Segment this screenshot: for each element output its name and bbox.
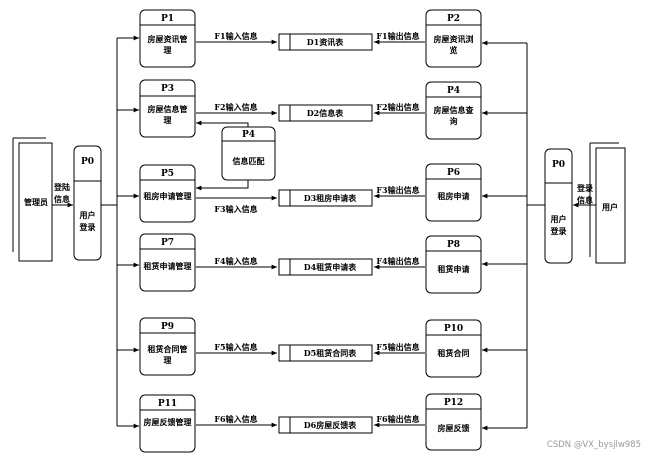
- f2-input-label: F2输入信息: [214, 102, 257, 112]
- p3-id: P3: [161, 84, 174, 94]
- f5-output-label: F5输出信息: [376, 342, 419, 352]
- f4-input-label: F4输入信息: [214, 256, 257, 266]
- user-label: 用户: [601, 202, 618, 212]
- admin-label: 管理员: [24, 197, 48, 207]
- p9-line1: 租赁合同管: [148, 344, 188, 354]
- p10-line1: 租赁合同: [438, 348, 470, 358]
- store-d1: D1资讯表: [278, 33, 373, 51]
- p8-id: P8: [447, 240, 460, 250]
- p5-id: P5: [161, 169, 174, 179]
- d2-label: D2信息表: [307, 108, 345, 118]
- f1-output-label: F1输出信息: [376, 31, 419, 41]
- p9-line2: 理: [164, 355, 172, 365]
- user-login-process: P0 用户 登录: [544, 148, 573, 264]
- f6-output-label: F6输出信息: [376, 414, 419, 424]
- p3-line2: 理: [164, 115, 172, 125]
- process-p7: P7 租赁申请管理: [139, 233, 196, 292]
- process-p10: P10 租赁合同: [425, 319, 482, 378]
- user-login-line1: 用户: [550, 214, 567, 224]
- p4-line2: 询: [450, 116, 458, 126]
- p5-line1: 租房申请管理: [144, 191, 192, 201]
- user-login-line2: 登录: [550, 226, 567, 236]
- p1-line2: 理: [164, 45, 172, 55]
- p7-id: P7: [161, 238, 174, 248]
- admin-login-id: P0: [81, 157, 94, 167]
- p4-line1: 房屋信息查: [434, 105, 475, 115]
- p6-id: P6: [447, 168, 460, 178]
- p2-line1: 房屋资讯浏: [434, 34, 474, 44]
- p12-id: P12: [444, 398, 463, 408]
- p6-line1: 租房申请: [438, 191, 470, 201]
- user-login-id: P0: [552, 160, 565, 170]
- user-login-flow-line2: 信息: [577, 195, 593, 205]
- f5-input-label: F5输入信息: [214, 342, 257, 352]
- p2-id: P2: [447, 14, 460, 24]
- match-process: P4 信息匹配: [221, 126, 276, 181]
- d6-label: D6房屋反馈表: [304, 420, 358, 430]
- f6-input-label: F6输入信息: [214, 414, 257, 424]
- admin-login-line2: 登录: [79, 222, 96, 232]
- f2-output-label: F2输出信息: [376, 102, 419, 112]
- admin-login-flow-line1: 登陆: [53, 182, 70, 192]
- admin-login-flow-line2: 信息: [54, 194, 70, 204]
- p8-line1: 租赁申请: [438, 264, 470, 274]
- p10-id: P10: [444, 324, 463, 334]
- p12-line1: 房屋反馈: [438, 423, 470, 433]
- user-branch-lines: [482, 40, 545, 431]
- watermark: CSDN @VX_bysjlw985: [547, 440, 641, 450]
- process-p2: P2 房屋资讯浏 览: [425, 9, 482, 68]
- admin-branch-lines: [101, 35, 139, 429]
- process-p8: P8 租赁申请: [425, 235, 482, 294]
- match-label: 信息匹配: [233, 156, 265, 166]
- f1-input-label: F1输入信息: [214, 31, 257, 41]
- process-p4: P4 房屋信息查 询: [425, 81, 482, 140]
- f3-input-label: F3输入信息: [214, 204, 257, 214]
- user-login-flow-line1: 登录: [576, 183, 593, 193]
- p2-line2: 览: [450, 45, 458, 55]
- p4-id: P4: [447, 86, 460, 96]
- store-d5: D5租赁合同表: [278, 344, 373, 362]
- p7-line1: 租赁申请管理: [144, 261, 192, 271]
- process-p9: P9 租赁合同管 理: [139, 317, 196, 376]
- d3-label: D3租房申请表: [304, 193, 358, 203]
- p3-to-match-arrow: [196, 120, 249, 127]
- user-entity: 用户: [589, 142, 626, 264]
- d1-label: D1资讯表: [307, 37, 345, 47]
- store-d3: D3租房申请表: [278, 189, 373, 207]
- f4-output-label: F4输出信息: [376, 256, 419, 266]
- p1-id: P1: [161, 14, 174, 24]
- d4-label: D4租赁申请表: [304, 262, 358, 272]
- process-p1: P1 房屋资讯管 理: [139, 9, 196, 68]
- p3-line1: 房屋信息管: [148, 104, 188, 114]
- admin-login-process: P0 用户 登录: [73, 145, 102, 261]
- p11-id: P11: [158, 399, 177, 409]
- process-p11: P11 房屋反馈管理: [139, 394, 196, 453]
- p9-id: P9: [161, 322, 174, 332]
- store-d2: D2信息表: [278, 104, 373, 122]
- match-id: P4: [242, 130, 255, 140]
- p11-line1: 房屋反馈管理: [144, 417, 192, 427]
- admin-entity: 管理员: [12, 137, 53, 262]
- process-p3: P3 房屋信息管 理: [139, 79, 196, 138]
- process-p6: P6 租房申请: [425, 163, 482, 222]
- process-p12: P12 房屋反馈: [425, 393, 482, 451]
- d5-label: D5租赁合同表: [304, 348, 358, 358]
- p1-line1: 房屋资讯管: [148, 34, 188, 44]
- process-p5: P5 租房申请管理: [139, 164, 196, 223]
- admin-login-line1: 用户: [79, 210, 96, 220]
- store-d4: D4租赁申请表: [278, 258, 373, 276]
- store-d6: D6房屋反馈表: [278, 416, 373, 434]
- match-to-p5-arrow: [196, 180, 249, 191]
- f3-output-label: F3输出信息: [376, 185, 419, 195]
